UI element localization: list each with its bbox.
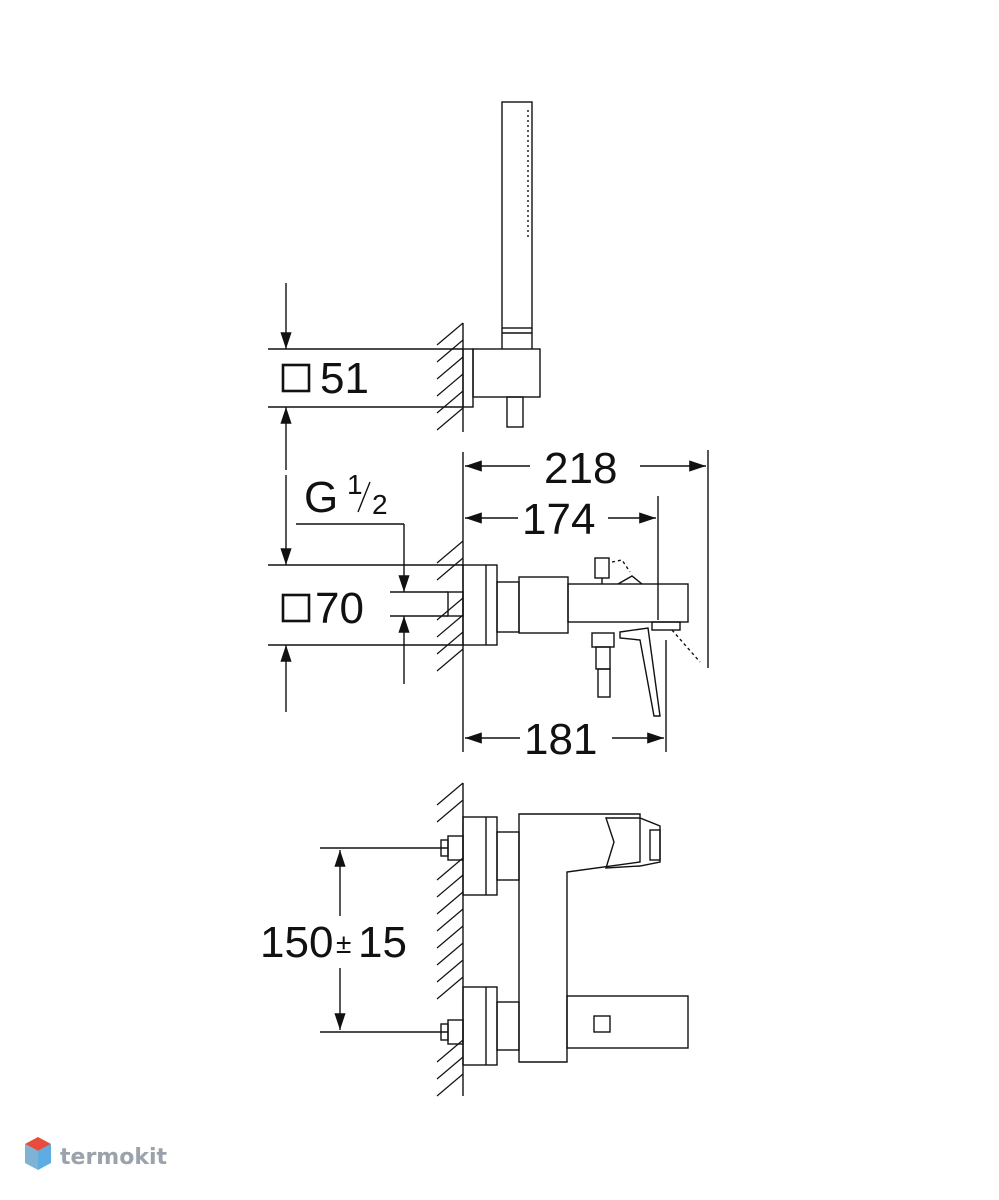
dimension-51: 51 — [268, 283, 463, 470]
dimension-150: 150 ± 15 — [260, 847, 448, 1033]
dim-174-label: 174 — [522, 495, 595, 544]
square-symbol-icon — [281, 593, 311, 623]
mixer-front-view — [436, 782, 689, 1097]
thread-frac-den: 2 — [372, 489, 388, 520]
dim-150-pm: ± — [336, 928, 351, 959]
wall-hatch-mid — [436, 540, 464, 672]
watermark-text: termokit — [60, 1145, 167, 1170]
dimension-181: 181 — [462, 640, 667, 764]
watermark: termokit — [25, 1137, 167, 1170]
dim-150-tol: 15 — [358, 918, 407, 967]
dim-150-label: 150 — [260, 918, 333, 967]
dimension-174: 174 — [465, 495, 659, 620]
dim-70-label: 70 — [315, 584, 364, 633]
thread-g-label: G — [304, 473, 338, 522]
square-symbol-icon — [281, 363, 311, 393]
mixer-side-view — [390, 540, 701, 717]
termokit-logo-icon — [25, 1137, 51, 1170]
hand-shower-view — [436, 101, 541, 432]
dim-181-label: 181 — [524, 715, 597, 764]
dim-218-label: 218 — [544, 444, 617, 493]
dimension-thread: G 1 2 70 — [268, 469, 463, 712]
wall-hatch-top — [436, 322, 464, 431]
wall-hatch-bottom — [436, 782, 464, 1097]
dimension-218: 218 — [462, 444, 709, 668]
dim-51-label: 51 — [320, 354, 369, 403]
thread-frac-num: 1 — [347, 469, 363, 500]
